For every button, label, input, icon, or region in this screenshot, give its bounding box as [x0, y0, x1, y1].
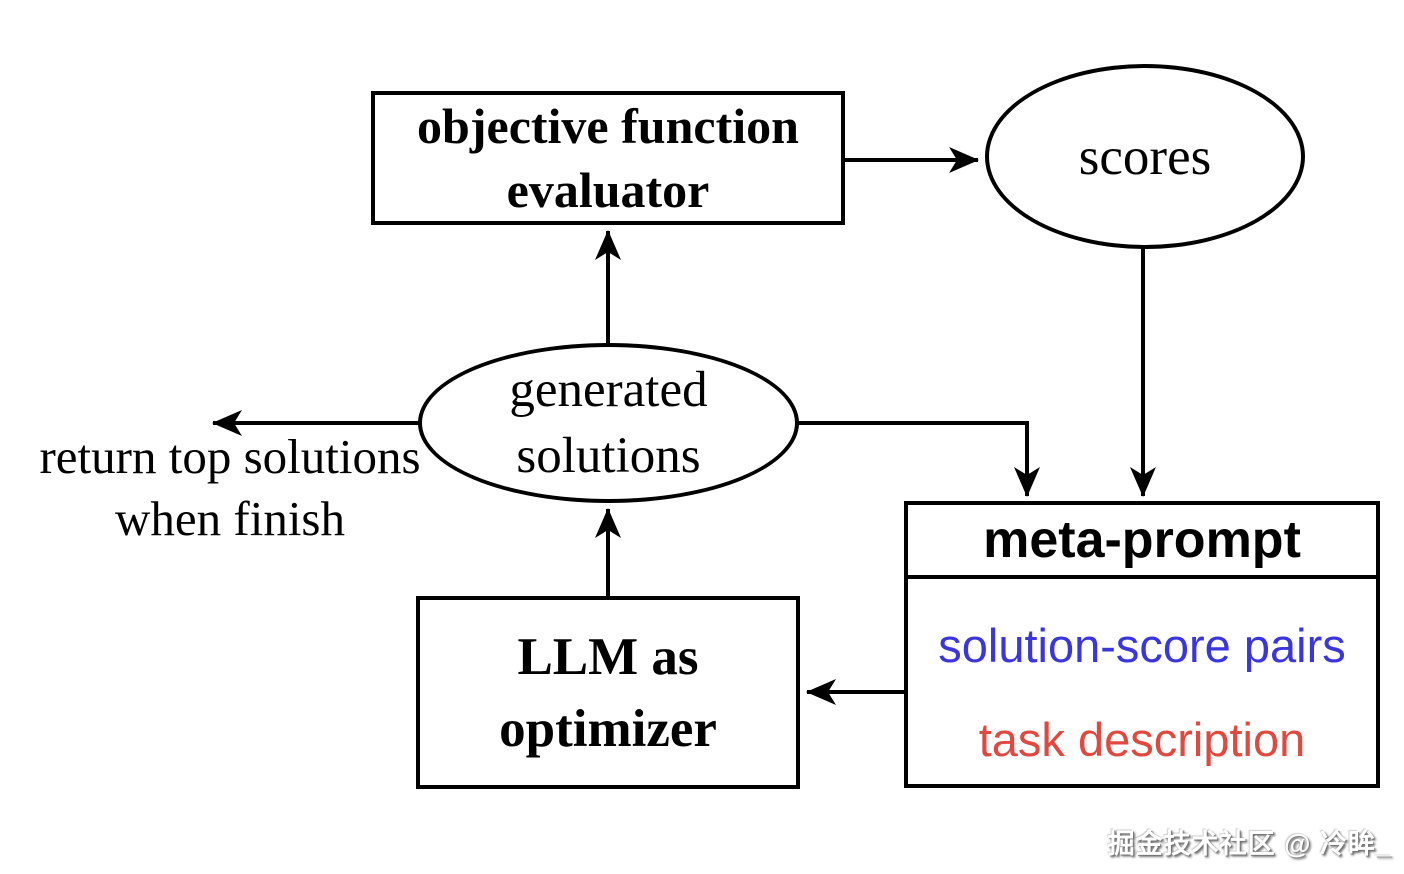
evaluator-label-line1: objective function — [417, 98, 799, 154]
meta-prompt-title: meta-prompt — [908, 505, 1376, 579]
generated-solutions-label-line1: generated — [509, 362, 708, 418]
llm-label-line1: LLM as — [517, 627, 699, 686]
return-annotation-line2: when finish — [115, 491, 345, 546]
evaluator-label-line2: evaluator — [506, 162, 710, 218]
edge-generated-to-meta-prompt — [795, 421, 1040, 497]
meta-prompt-item-task-description: task description — [978, 713, 1306, 766]
node-scores: scores — [985, 64, 1305, 249]
meta-prompt-body: solution-score pairs task description — [908, 579, 1376, 784]
node-objective-function-evaluator: objective function evaluator — [371, 91, 845, 225]
return-top-solutions-annotation: return top solutions when finish — [10, 426, 450, 550]
scores-label: scores — [1078, 127, 1212, 186]
node-llm-as-optimizer: LLM as optimizer — [416, 596, 800, 789]
llm-label-line2: optimizer — [499, 699, 717, 758]
meta-prompt-item-solution-score-pairs: solution-score pairs — [938, 619, 1346, 672]
node-meta-prompt: meta-prompt solution-score pairs task de… — [904, 501, 1380, 788]
node-generated-solutions: generated solutions — [418, 343, 799, 503]
generated-solutions-label-line2: solutions — [516, 428, 701, 484]
watermark-text: 掘金技术社区 @ 冷眸_ — [1107, 829, 1392, 859]
return-annotation-line1: return top solutions — [39, 429, 421, 484]
